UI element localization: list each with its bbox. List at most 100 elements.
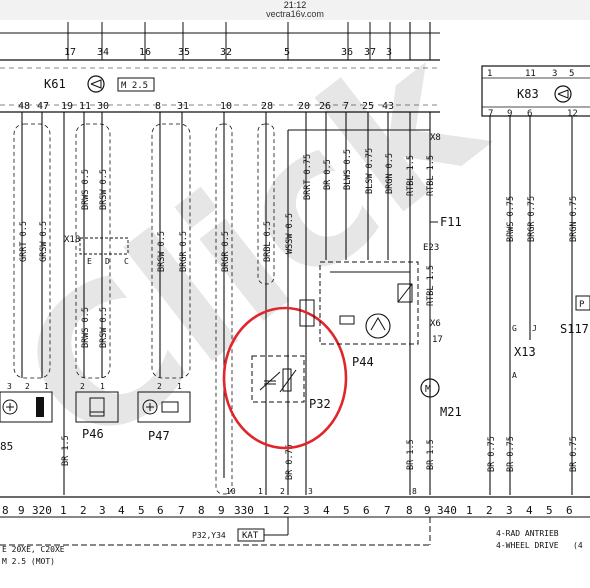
bus-number: 2 — [283, 504, 290, 517]
x18-connector: X18 E D C — [64, 235, 129, 266]
k61-pin: 28 — [261, 101, 273, 112]
s117-label: S117 — [560, 322, 589, 336]
wire-label: BR 0.75 — [285, 444, 295, 480]
wires — [21, 22, 573, 495]
bus-number: 2 — [486, 504, 493, 517]
x6-label: X6 — [430, 319, 441, 329]
x18-pin: C — [124, 257, 129, 266]
wire-label: GRRT 0.5 — [19, 221, 29, 262]
wire-label: WSSW 0.5 — [285, 213, 295, 254]
engine-line1: E 20XE, C20XE — [2, 545, 65, 554]
k61-pin: 43 — [382, 101, 394, 112]
x8-label: X8 — [430, 133, 441, 143]
drive-suffix: (4 — [573, 541, 583, 550]
pin-label: 2 — [157, 382, 162, 391]
k61-badge: M 2.5 — [121, 81, 148, 91]
status-time: 21:12 — [283, 0, 307, 10]
top-pin: 32 — [220, 47, 232, 58]
k61-pin: 47 — [37, 101, 49, 112]
k83-pin: 5 — [569, 69, 574, 79]
wire-label: BRWS 0.5 — [81, 307, 91, 348]
bus-number: 9 — [424, 504, 431, 517]
wire-label: BRWS 0.5 — [81, 169, 91, 210]
sensor-p46: P46 2 1 — [75, 382, 119, 441]
shielding — [13, 123, 275, 495]
top-pin: 34 — [97, 47, 109, 58]
wire-label: BR 0.75 — [506, 436, 516, 472]
drive-line2: 4-WHEEL DRIVE — [496, 541, 559, 550]
k83-module: 1 11 3 5 K83 7 9 6 12 — [481, 65, 590, 119]
pin-label: G — [512, 324, 517, 333]
k61-pin: 8 — [155, 101, 161, 112]
bus-number: 4 — [323, 504, 330, 517]
bus-number: 5 — [546, 504, 553, 517]
p44-label: P44 — [352, 355, 374, 369]
annotation-circle — [222, 306, 348, 450]
k83-pin: 1 — [487, 69, 492, 79]
k61-pin: 25 — [362, 101, 374, 112]
k83-module-icon — [554, 85, 572, 103]
sensor-p47: P47 2 1 — [137, 382, 191, 443]
kat-box: KAT — [242, 531, 259, 541]
bus-number: 5 — [138, 504, 145, 517]
bus-number: 8 — [406, 504, 413, 517]
wire-label: BR 0.5 — [323, 159, 333, 190]
pin-label: A — [512, 371, 517, 380]
bus-number: 330 — [234, 504, 254, 517]
motor-symbol: M — [425, 384, 431, 395]
k61-pin: 30 — [97, 101, 109, 112]
top-pin: 37 — [364, 47, 376, 58]
p47-label: P47 — [148, 429, 170, 443]
sensor-p32: P32 — [251, 355, 331, 411]
pin-label: 3 — [308, 487, 313, 496]
wire-label: BR 0.75 — [487, 436, 497, 472]
k61-ecu: K61 M 2.5 48 47 19 11 30 8 31 10 28 20 2… — [0, 75, 440, 113]
wire-label: RTBL 1.5 — [426, 155, 436, 196]
top-pin: 36 — [341, 47, 353, 58]
component-85-label: 85 — [0, 440, 13, 453]
wire-label: BRGR 0.5 — [221, 231, 231, 272]
top-pin: 17 — [64, 47, 76, 58]
bus-number: 1 — [466, 504, 473, 517]
p46-label: P46 — [82, 427, 104, 441]
bus-line: 8 9 320 1 2 3 4 5 6 7 8 9 330 1 2 3 4 5 … — [0, 487, 590, 518]
bus-number: 5 — [343, 504, 350, 517]
pin-label: 10 — [226, 487, 236, 496]
wire-label: BR 0.75 — [569, 436, 579, 472]
bus-number: 3 — [506, 504, 513, 517]
drive-line1: 4-RAD ANTRIEB — [496, 529, 559, 538]
bus-number: 2 — [80, 504, 87, 517]
wire-label: BRBL 0.5 — [263, 221, 273, 262]
bus-number: 340 — [437, 504, 457, 517]
pin-label: J — [532, 324, 537, 333]
k61-pin: 19 — [61, 101, 73, 112]
k83-pin: 7 — [488, 109, 493, 119]
motor-m21: M M21 — [420, 378, 462, 419]
pin-label: 1 — [177, 382, 182, 391]
top-connector-row: 17 34 16 35 32 5 36 37 3 — [0, 22, 440, 69]
k61-pin: 26 — [319, 101, 331, 112]
bus-number: 7 — [178, 504, 185, 517]
bus-number: 3 — [303, 504, 310, 517]
k83-label: K83 — [517, 87, 539, 101]
bus-number: 320 — [32, 504, 52, 517]
bus-number: 4 — [118, 504, 125, 517]
pin-label: 1 — [258, 487, 263, 496]
pin-17-label: 17 — [432, 335, 443, 345]
pin-label: 2 — [25, 382, 30, 391]
x13-s117: X13 G J A P S117 — [512, 295, 590, 380]
bus-number: 4 — [526, 504, 533, 517]
p32-label: P32 — [309, 397, 331, 411]
wire-label: BR 1.5 — [406, 439, 416, 470]
pin-label: 3 — [7, 382, 12, 391]
k83-pin: 11 — [525, 69, 536, 79]
x18-pin: D — [105, 257, 110, 266]
x13-label: X13 — [514, 345, 536, 359]
kat-prefix: P32,Y34 — [192, 531, 226, 540]
wire-label: BLWS 0.5 — [343, 149, 353, 190]
bus-number: 1 — [60, 504, 67, 517]
wire-label: BRSW 0.5 — [157, 231, 167, 272]
wire-labels: GRRT 0.5 GRSW 0.5 BRWS 0.5 BRSW 0.5 BRWS… — [19, 148, 579, 480]
wire-label: RTBL 1.5 — [406, 155, 416, 196]
pin-label: 8 — [412, 487, 417, 496]
